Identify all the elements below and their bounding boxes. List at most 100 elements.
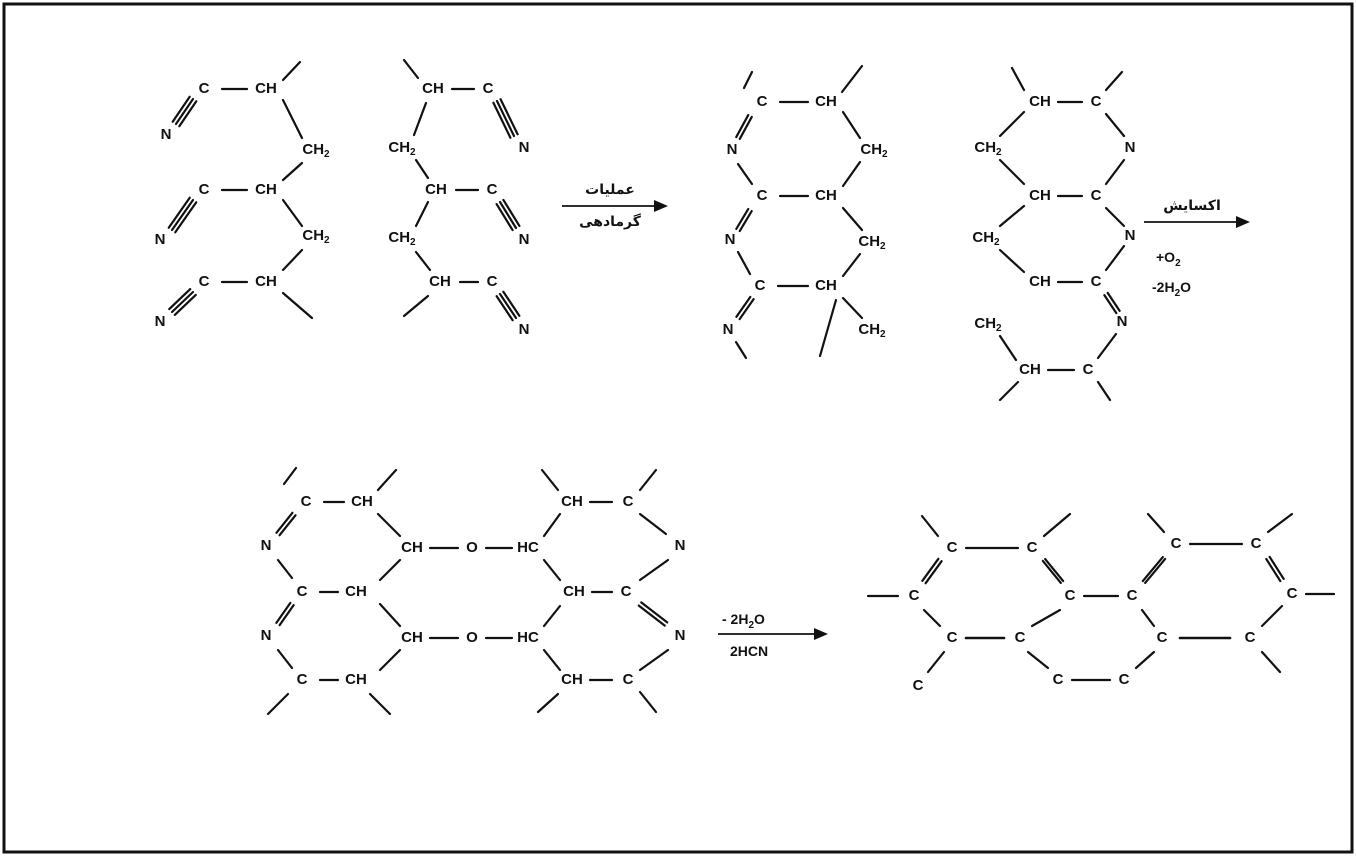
atom-ch2: CH2	[302, 227, 330, 246]
bond-line	[1044, 557, 1065, 583]
bond-line	[742, 70, 754, 90]
bond-line	[998, 334, 1018, 362]
atom-ch: CH	[422, 80, 444, 97]
bond-line	[542, 512, 562, 538]
bond-line	[170, 198, 195, 232]
atom-ch2: CH2	[974, 315, 1002, 334]
bond-line	[1260, 650, 1282, 674]
atom-ch: CH	[401, 539, 423, 556]
bond-line	[738, 209, 753, 233]
atom-ch: CH	[345, 583, 367, 600]
atom-n: N	[261, 627, 272, 644]
bond-line	[282, 466, 298, 486]
atom-n: N	[155, 313, 166, 330]
bond-line	[281, 161, 304, 182]
bond-line	[1265, 557, 1282, 583]
bond-line	[542, 648, 562, 672]
atom-n: N	[519, 231, 530, 248]
bond-line	[1103, 294, 1118, 315]
bond-line	[281, 291, 314, 320]
atom-c: C	[1119, 671, 1130, 688]
atom-c: C	[1171, 535, 1182, 552]
atom-n: N	[155, 231, 166, 248]
atom-c: C	[1015, 629, 1026, 646]
bond-line	[1104, 112, 1126, 138]
atom-c: C	[199, 273, 210, 290]
bond-line	[368, 692, 392, 716]
atom-n: N	[519, 321, 530, 338]
atom-c: C	[483, 80, 494, 97]
bond-line	[171, 95, 191, 123]
bond-line	[376, 512, 402, 538]
bond-line	[840, 64, 864, 94]
atom-c: C	[947, 629, 958, 646]
bond-line	[540, 468, 560, 492]
bond-line	[638, 468, 658, 492]
bond-line	[818, 298, 838, 358]
atom-c: C	[297, 583, 308, 600]
bond-line	[1140, 608, 1156, 628]
atom-ch: CH	[255, 80, 277, 97]
atom-n: N	[727, 141, 738, 158]
bond-line	[998, 248, 1026, 274]
bond-line	[281, 98, 304, 140]
arrow2-oxygen-label: +O2	[1156, 249, 1181, 269]
atom-hc: HC	[517, 629, 539, 646]
bond-line	[378, 558, 402, 582]
atom-c: C	[1027, 539, 1038, 556]
bond-line	[402, 294, 430, 318]
atom-c: C	[1091, 273, 1102, 290]
atom-c: C	[487, 181, 498, 198]
atom-ch2: CH2	[860, 141, 888, 160]
bond-line	[734, 340, 748, 360]
atom-n: N	[519, 139, 530, 156]
bond-line	[275, 511, 294, 534]
atom-o: O	[466, 629, 478, 646]
bond-line	[735, 295, 752, 318]
bond-line	[495, 99, 516, 138]
atom-c: C	[947, 539, 958, 556]
atom-n: N	[675, 537, 686, 554]
bond-line	[178, 100, 198, 128]
bond-line	[736, 250, 752, 276]
bond-line	[841, 296, 864, 320]
atom-c: C	[1157, 629, 1168, 646]
bond-line	[1268, 555, 1285, 581]
bond-line	[412, 101, 428, 137]
bond-line	[1104, 206, 1126, 228]
arrow2-water-label: -2H2O	[1152, 279, 1191, 299]
arrow2-top-label: اکسایش	[1163, 198, 1221, 214]
bond-line	[542, 604, 562, 628]
atom-c: C	[755, 277, 766, 294]
bond-line	[1141, 555, 1164, 583]
atom-ch2: CH2	[858, 321, 886, 340]
atom-c: C	[623, 671, 634, 688]
bond-line	[1104, 244, 1126, 272]
atom-ch: CH	[815, 277, 837, 294]
atom-c: C	[621, 583, 632, 600]
atom-ch: CH	[815, 187, 837, 204]
bond-line	[1106, 291, 1121, 312]
atom-c: C	[1091, 93, 1102, 110]
atom-ch: CH	[1029, 93, 1051, 110]
atom-ch: CH	[1019, 361, 1041, 378]
atom-n: N	[161, 126, 172, 143]
bond-line	[495, 295, 514, 322]
atom-c: C	[1091, 187, 1102, 204]
bond-line	[281, 248, 304, 272]
atom-c: C	[1127, 587, 1138, 604]
atom-c: C	[301, 493, 312, 510]
bond-line	[378, 648, 402, 672]
atom-ch: CH	[561, 493, 583, 510]
bond-line	[640, 601, 669, 624]
arrow3-top-label: - 2H2O	[722, 611, 765, 631]
bond-line	[638, 558, 670, 582]
bond-line	[1026, 650, 1050, 670]
bond-line	[998, 158, 1026, 186]
atom-ch2: CH2	[974, 139, 1002, 158]
bond-line	[1030, 608, 1062, 628]
atom-ch2: CH2	[302, 141, 330, 160]
bond-line	[276, 648, 294, 670]
